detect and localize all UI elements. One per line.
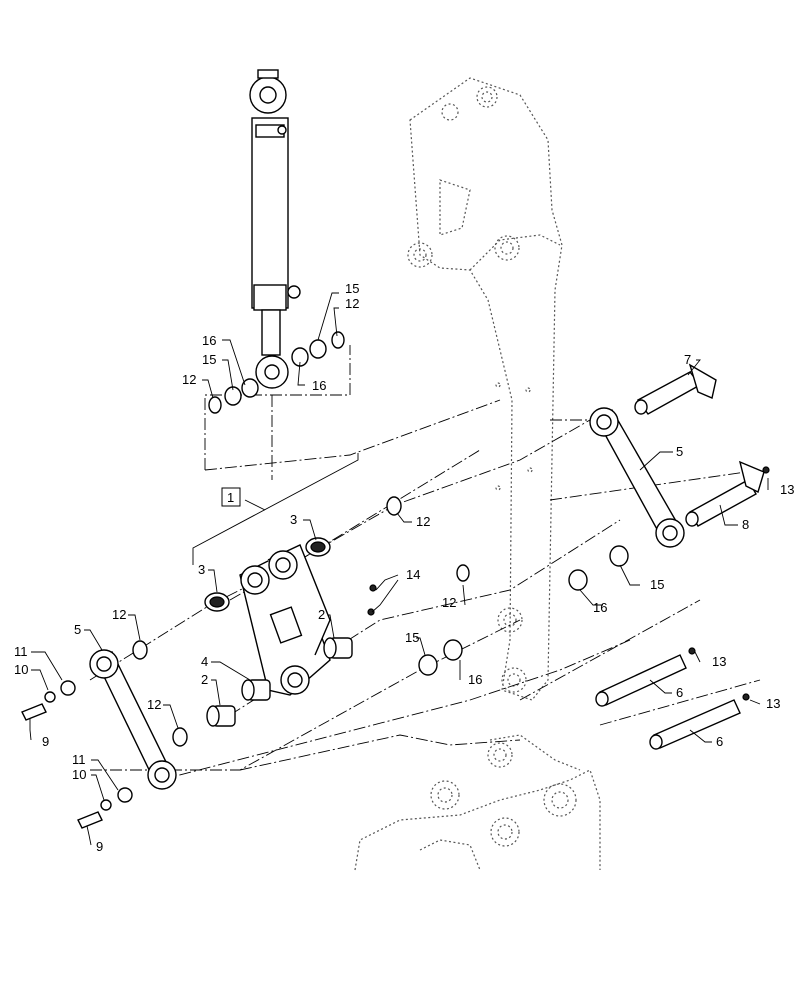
callout-c15b: 15: [202, 352, 216, 367]
callout-c6b: 6: [716, 734, 723, 749]
callout-c13b: 13: [712, 654, 726, 669]
callout-c3a: 3: [290, 512, 297, 527]
assembly-bracket: [192, 453, 359, 565]
callout-c10b: 10: [72, 767, 86, 782]
callout-c3b: 3: [198, 562, 205, 577]
callout-c12e: 12: [112, 607, 126, 622]
callout-labels: 15 12 16 15 12 16 7 5 13 8 1 3 12 14 3 1…: [14, 281, 794, 854]
callout-c15d: 15: [405, 630, 419, 645]
callout-c12b: 12: [182, 372, 196, 387]
callout-c2b: 2: [201, 672, 208, 687]
bushings: [204, 537, 353, 727]
callout-c9a: 9: [42, 734, 49, 749]
callout-c4: 4: [201, 654, 208, 669]
pins: [595, 363, 765, 750]
callout-c16b: 16: [312, 378, 326, 393]
callout-c15a: 15: [345, 281, 359, 296]
callout-c15c: 15: [650, 577, 664, 592]
callout-c8: 8: [742, 517, 749, 532]
callout-c12a: 12: [345, 296, 359, 311]
callout-c11b: 11: [72, 752, 86, 767]
hydraulic-cylinder: [249, 69, 301, 389]
callout-c11a: 11: [14, 644, 28, 659]
callout-c16d: 16: [468, 672, 482, 687]
callout-c9b: 9: [96, 839, 103, 854]
callout-c12f: 12: [147, 697, 161, 712]
leader-lines: [29, 292, 769, 846]
callout-c12c: 12: [416, 514, 430, 529]
callout-c13a: 13: [780, 482, 794, 497]
link-left: [89, 649, 177, 790]
rings: [132, 496, 629, 747]
assembly-centerlines: [89, 345, 761, 781]
callout-c16c: 16: [593, 600, 607, 615]
callout-c12d: 12: [442, 595, 456, 610]
callout-c5a: 5: [676, 444, 683, 459]
callout-c2a: 2: [318, 607, 325, 622]
callout-c16a: 16: [202, 333, 216, 348]
bucket-ghost: [354, 734, 601, 871]
hardware: [21, 466, 770, 829]
callout-c5b: 5: [74, 622, 81, 637]
callout-c6a: 6: [676, 685, 683, 700]
callout-c1: 1: [227, 490, 234, 505]
callout-c14: 14: [406, 567, 420, 582]
item-1-box: [221, 487, 241, 507]
link-right: [589, 407, 685, 548]
boom-ghost: [407, 77, 563, 701]
h-link-assembly: [239, 544, 331, 696]
callout-c10a: 10: [14, 662, 28, 677]
callout-c13c: 13: [766, 696, 780, 711]
callout-c7: 7: [684, 352, 691, 367]
